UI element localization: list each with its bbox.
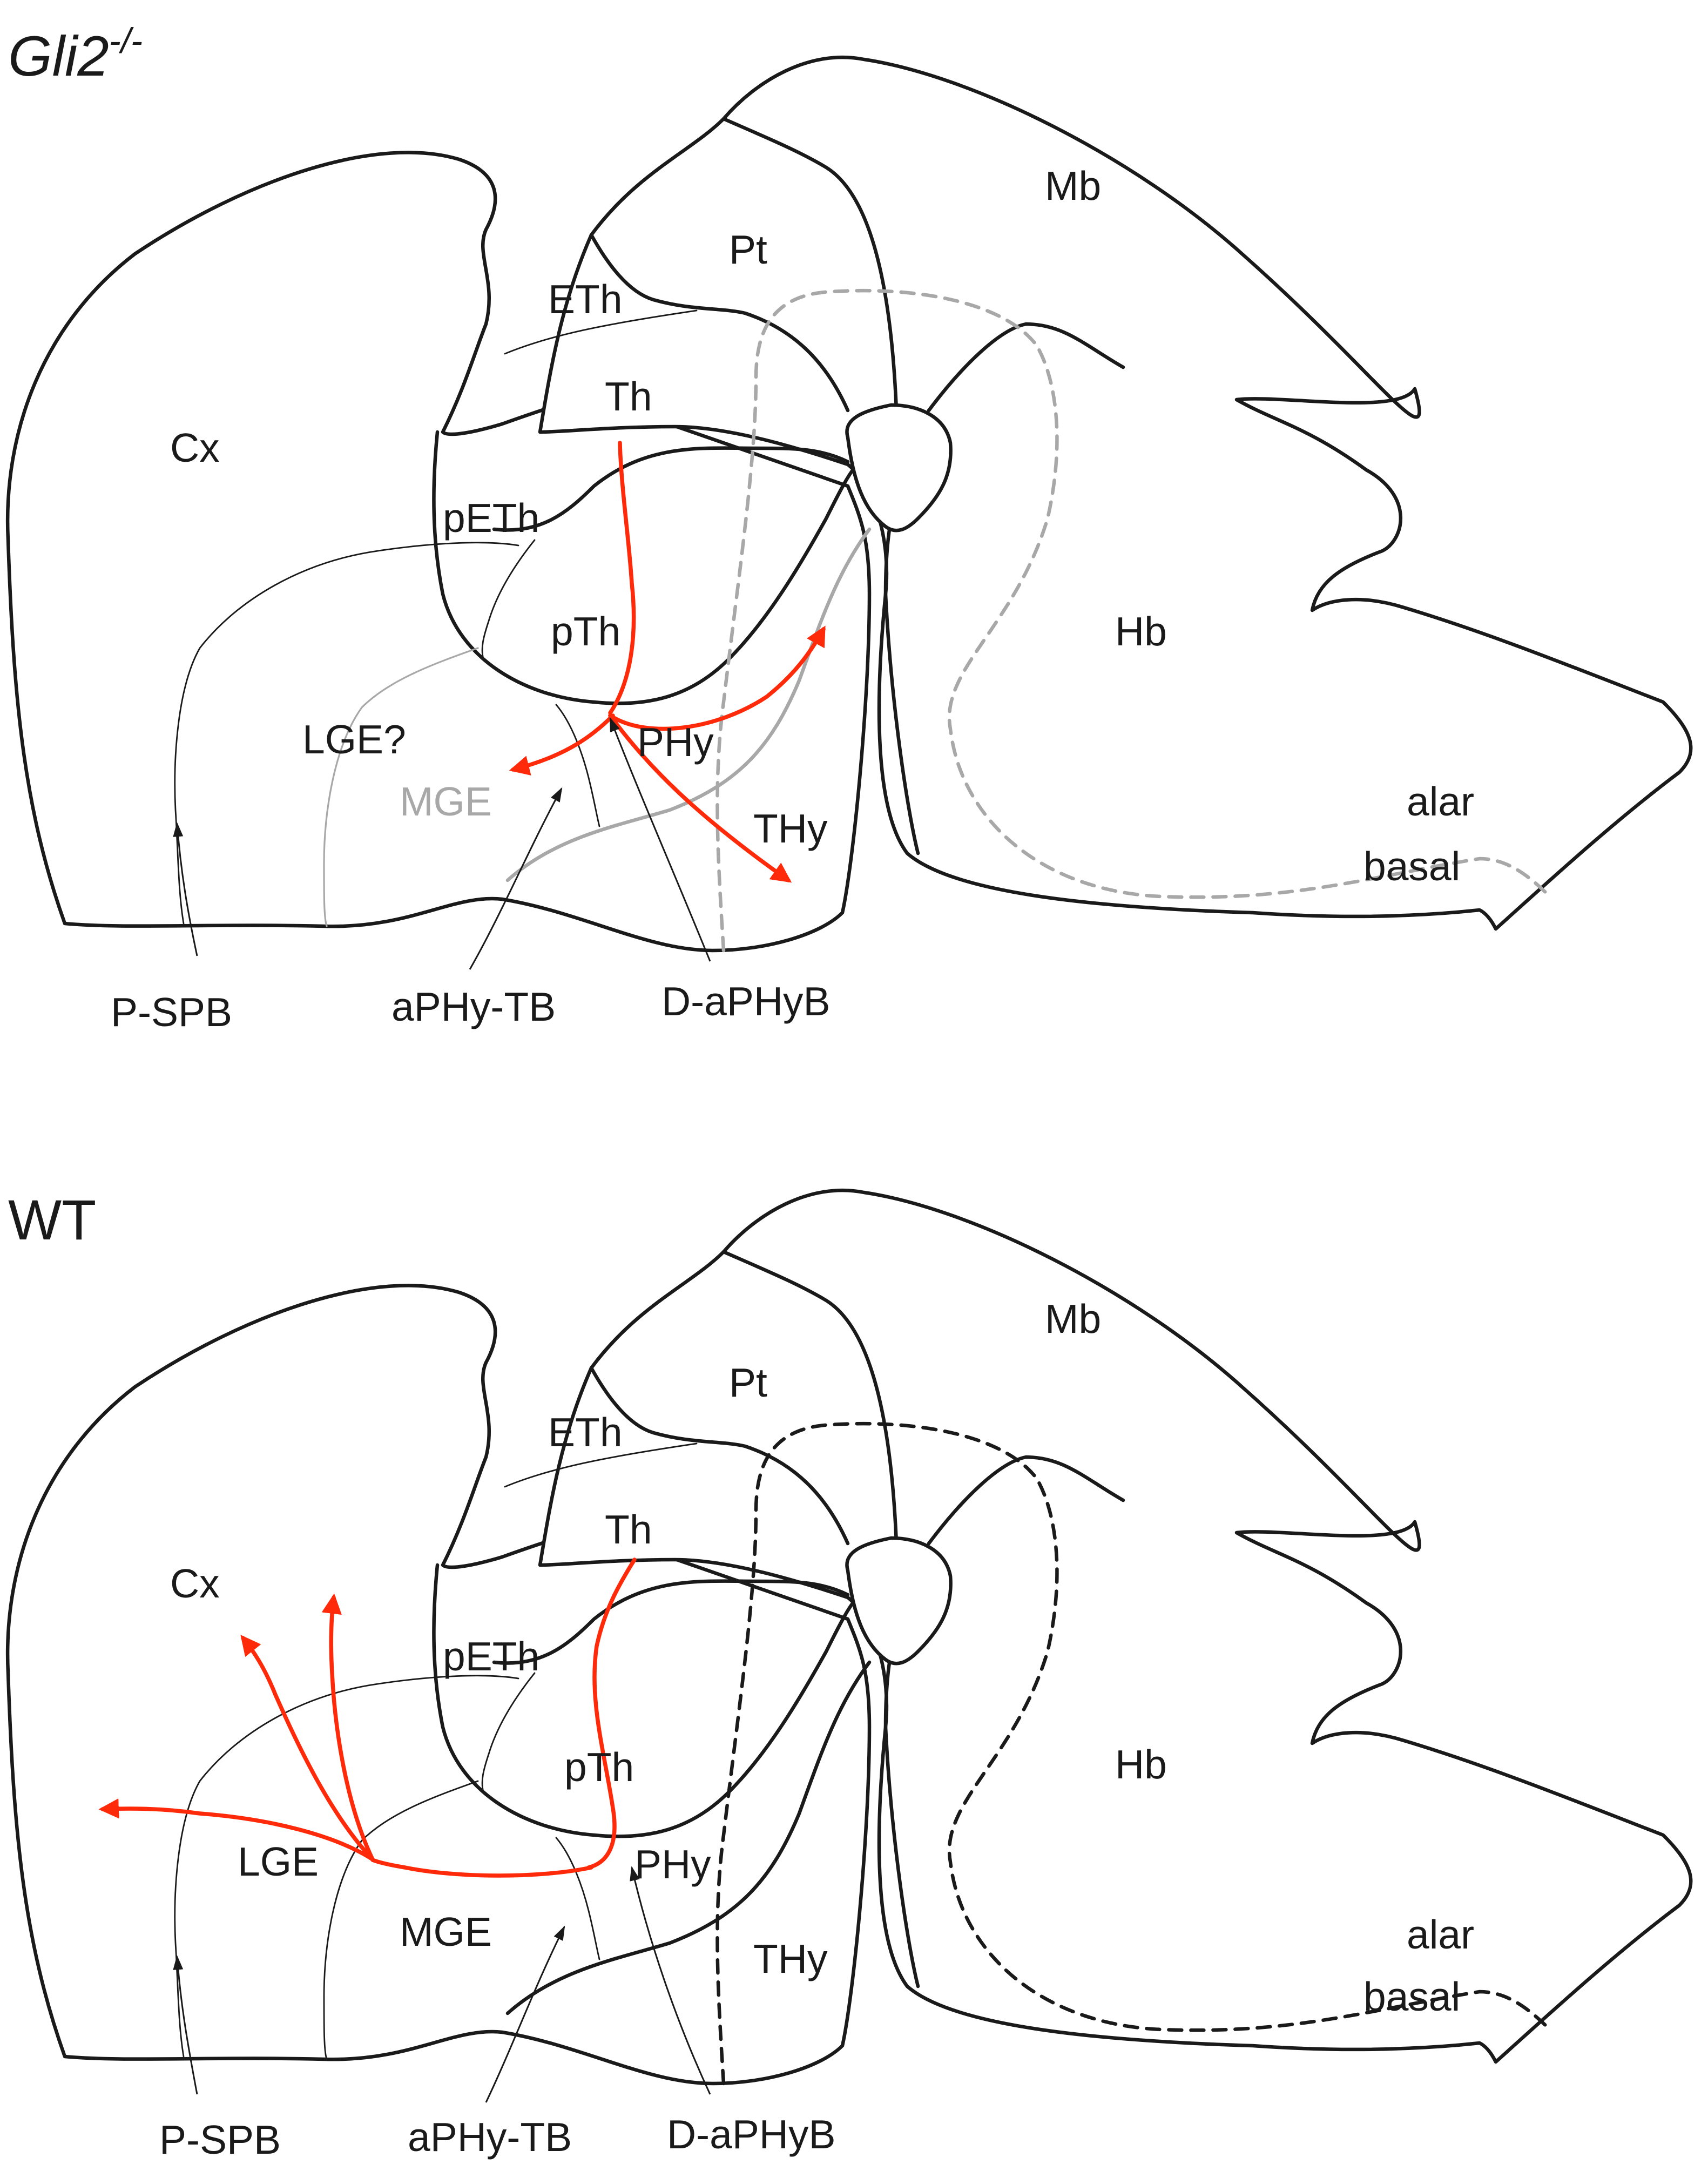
axon-branch-up-wt	[321, 1593, 375, 1862]
eth-upper-boundary-mutant	[589, 233, 850, 413]
axon-branch-far-left-wt	[98, 1798, 375, 1862]
axon-branch-up-right-mutant	[608, 625, 826, 731]
mb-hb-boundary-mutant	[927, 322, 1125, 413]
alar-basal-boundary-mutant	[715, 288, 1552, 953]
alar-basal-boundary-wt	[715, 1421, 1552, 2086]
label-cx-wt: Cx	[170, 1561, 220, 1606]
label-th-wt: Th	[605, 1507, 652, 1552]
label-pspb-wt: P-SPB	[159, 2117, 281, 2162]
label-cx-mutant: Cx	[170, 425, 220, 470]
label-daphyb-mutant: D-aPHyB	[661, 979, 831, 1024]
mb-hb-boundary-wt	[927, 1455, 1125, 1546]
eth-th-boundary-mutant	[504, 309, 698, 355]
label-aphytb-wt: aPHy-TB	[408, 2114, 572, 2160]
lge-mge-boundary-mutant	[323, 647, 479, 927]
label-thy-wt: THy	[753, 1936, 828, 1981]
pt-mb-boundary-wt	[721, 1250, 899, 1546]
label-eth-wt: ETh	[548, 1410, 623, 1455]
panel-wt-drawing: Mb Pt ETh Th Cx pETh pTh LGE MGE PHy THy…	[5, 1188, 1693, 2162]
eth-upper-boundary-wt	[589, 1366, 850, 1546]
lge-mge-boundary-wt	[323, 1780, 479, 2060]
thalamic-axon-mutant	[608, 441, 636, 715]
eth-th-boundary-wt	[504, 1442, 698, 1488]
aphytb-pointer-wt	[485, 1925, 565, 2103]
axon-branch-down-right-mutant	[608, 713, 792, 883]
label-th-mutant: Th	[605, 374, 652, 419]
pth-phy-boundary-mutant	[432, 430, 866, 705]
label-mb-mutant: Mb	[1045, 163, 1101, 208]
daphyb-pointer-mutant	[609, 717, 711, 962]
panel-title-mutant: Gli2-/-	[8, 21, 143, 88]
panel-title-wt: WT	[8, 1189, 96, 1252]
axon-branch-up-left-wt	[240, 1635, 375, 1862]
pspb-pointer-wt	[173, 1955, 198, 2095]
label-pt-mutant: Pt	[729, 227, 767, 272]
label-phy-wt: PHy	[634, 1842, 711, 1887]
label-mge-mutant: MGE	[400, 779, 492, 824]
label-lge-mutant: LGE?	[302, 717, 406, 762]
panel-title-mutant-sup: -/-	[109, 21, 143, 60]
label-peth-mutant: pETh	[443, 495, 539, 541]
label-pth-mutant: pTh	[551, 609, 620, 654]
label-lge-wt: LGE	[238, 1839, 319, 1884]
label-phy-mutant: PHy	[637, 719, 714, 765]
phy-thy-boundary-mutant	[505, 527, 872, 882]
label-basal-mutant: basal	[1363, 844, 1460, 889]
label-pspb-mutant: P-SPB	[111, 989, 232, 1035]
panel-wt: WT	[5, 1188, 1693, 2162]
telencephalon-outline-mutant	[5, 151, 872, 953]
thalamic-axon-wt	[586, 1558, 637, 1870]
label-hb-mutant: Hb	[1115, 609, 1167, 654]
label-peth-wt: pETh	[443, 1634, 539, 1679]
aphy-tb-boundary-mutant	[555, 704, 600, 827]
label-aphytb-mutant: aPHy-TB	[391, 984, 556, 1029]
peth-boundary-wt	[481, 1672, 536, 1793]
pt-mb-boundary-mutant	[721, 117, 899, 413]
label-alar-wt: alar	[1407, 1912, 1474, 1957]
aphy-tb-boundary-wt	[555, 1837, 600, 1960]
label-basal-wt: basal	[1363, 1974, 1460, 2019]
isthmus-blob-wt	[845, 1536, 953, 1666]
label-hb-wt: Hb	[1115, 1742, 1167, 1787]
th-pth-boundary-mutant	[492, 446, 850, 532]
label-alar-mutant: alar	[1407, 779, 1474, 824]
label-eth-mutant: ETh	[548, 277, 623, 322]
label-thy-mutant: THy	[753, 806, 828, 851]
label-pt-wt: Pt	[729, 1360, 767, 1405]
telencephalon-outline-wt	[5, 1284, 872, 2086]
peth-boundary-mutant	[481, 539, 536, 660]
aphytb-pointer-mutant	[469, 787, 563, 970]
label-pth-wt: pTh	[564, 1744, 634, 1790]
axon-branch-left-mutant	[509, 713, 615, 776]
label-mb-wt: Mb	[1045, 1296, 1101, 1341]
pspb-pointer-mutant	[173, 822, 198, 956]
label-mge-wt: MGE	[400, 1909, 492, 1954]
th-pth-boundary-wt	[492, 1579, 850, 1665]
label-daphyb-wt: D-aPHyB	[667, 2112, 836, 2157]
pth-phy-boundary-wt	[432, 1563, 866, 1838]
isthmus-blob-mutant	[845, 403, 953, 532]
phy-thy-boundary-wt	[505, 1660, 872, 2015]
axon-stem-wt	[370, 1858, 593, 1878]
daphyb-pointer-wt	[630, 1866, 711, 2095]
panel-mutant: Gli2-/- Mb Pt ETh	[5, 21, 1693, 1035]
